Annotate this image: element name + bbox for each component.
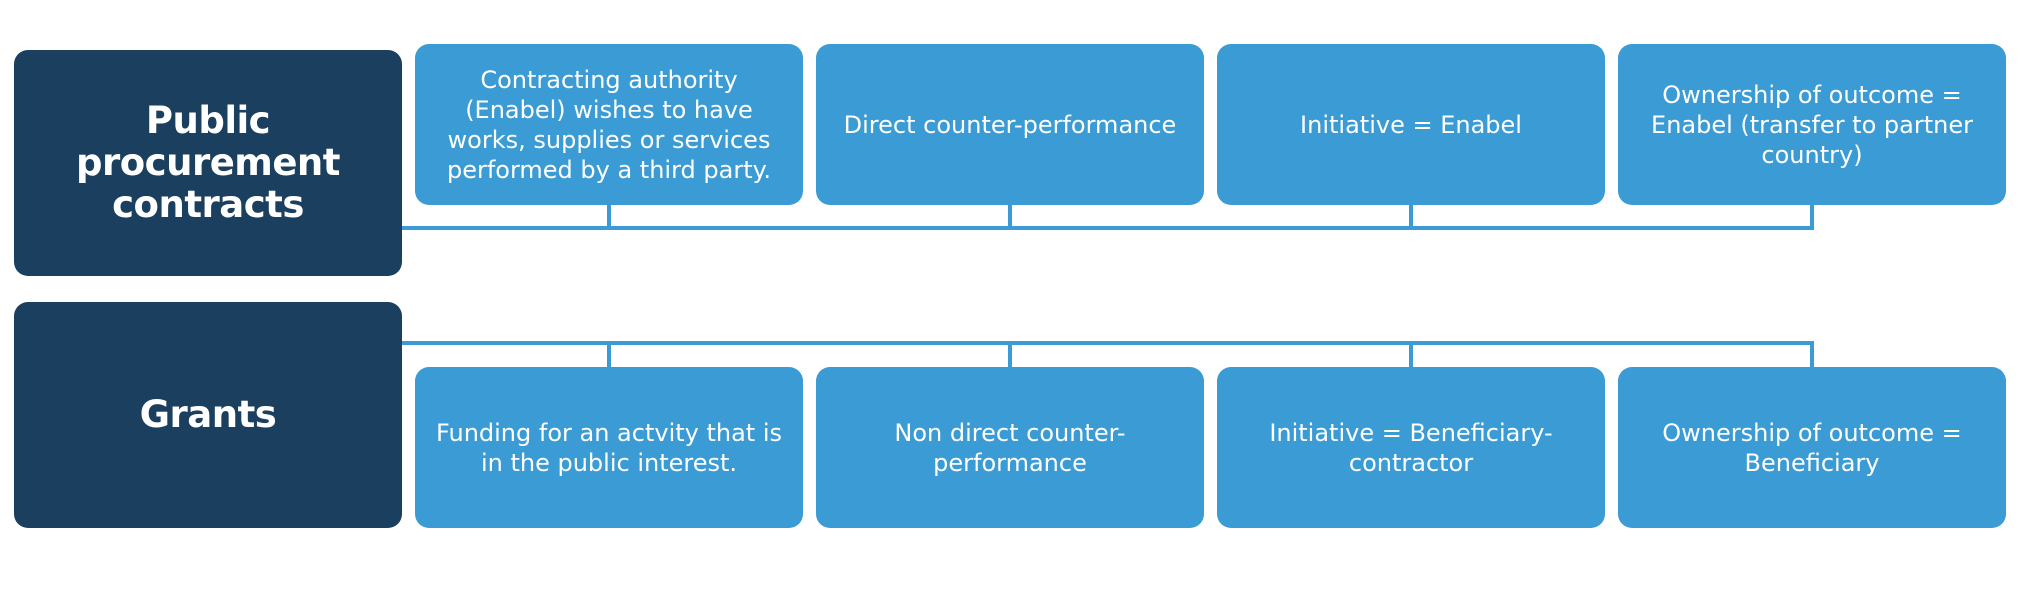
grants-card-funding: Funding for an actvity that is in the pu… [415,367,803,528]
public-procurement-header: Public procurement contracts [14,50,402,276]
row1-connectors [402,205,1814,230]
grants-card-initiative: Initiative = Beneficiary-contractor [1217,367,1605,528]
grants-header: Grants [14,302,402,528]
procurement-card-direct-counter-performance: Direct counter-performance [816,44,1204,205]
procurement-card-ownership: Ownership of outcome = Enabel (transfer … [1618,44,2006,205]
row2-connectors [402,341,1814,367]
procurement-card-initiative: Initiative = Enabel [1217,44,1605,205]
grants-card-non-direct-counter-performance: Non direct counter-performance [816,367,1204,528]
procurement-card-contracting-authority: Contracting authority (Enabel) wishes to… [415,44,803,205]
grants-card-ownership: Ownership of outcome = Beneficiary [1618,367,2006,528]
